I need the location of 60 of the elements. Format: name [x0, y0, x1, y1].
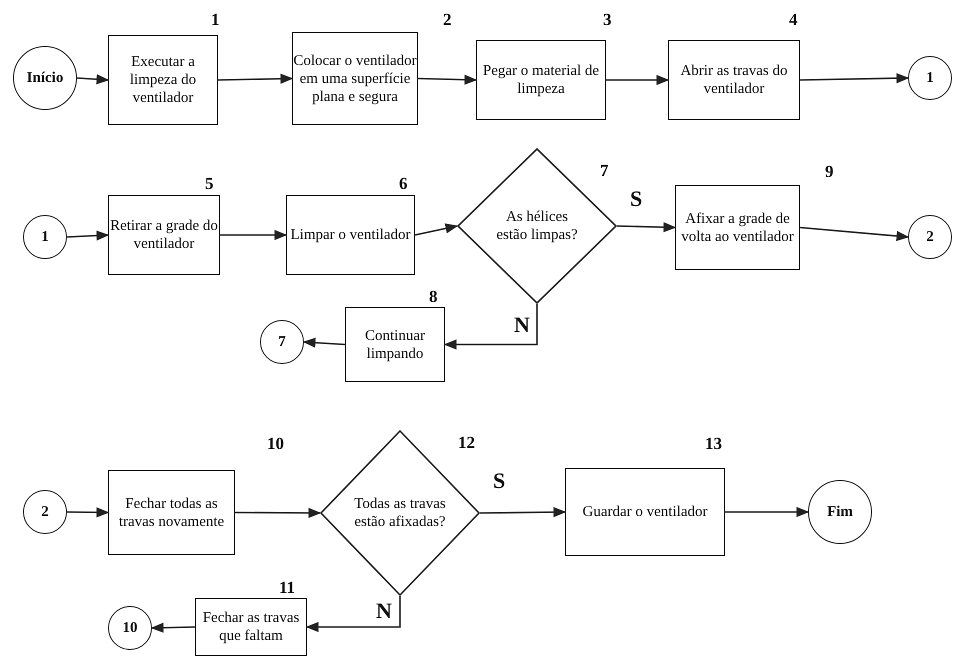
connector-circle: [108, 606, 152, 650]
step-number: 4: [789, 11, 798, 29]
step-text: Executar a limpeza do ventilador: [128, 53, 198, 107]
step-number: 10: [267, 435, 284, 453]
step-number: 1: [211, 11, 220, 29]
arrow: [306, 596, 401, 632]
step-number: 6: [399, 175, 408, 193]
step-number: 5: [205, 175, 214, 193]
arrow: [76, 74, 110, 84]
step-text: Abrir as travas do ventilador: [679, 62, 789, 98]
arrow: [418, 74, 478, 85]
step-number: 8: [429, 288, 438, 306]
connector-label: Início: [26, 69, 64, 87]
step-text: Todas as travas estão afixadas?: [354, 495, 446, 531]
step-text: Fechar todas as travas novamente: [118, 494, 226, 530]
arrow: [616, 222, 676, 232]
arrow: [725, 506, 810, 518]
arrow: [150, 622, 196, 633]
step-number: 9: [825, 163, 834, 181]
connector-circle: [908, 215, 952, 259]
arrow: [302, 338, 346, 348]
decision-diamond: [320, 430, 480, 596]
step-text: Limpar o ventilador: [290, 226, 410, 244]
connector-label: 7: [278, 333, 286, 351]
step-number: 3: [603, 11, 612, 29]
step-text: Retirar a grade do ventilador: [109, 217, 219, 253]
arrow: [218, 74, 294, 84]
arrow: [66, 507, 110, 518]
arrow: [480, 507, 566, 518]
arrow: [66, 230, 110, 241]
arrow: [800, 226, 910, 242]
arrow: [444, 304, 538, 350]
arrow: [414, 223, 458, 236]
step-text: Guardar o ventilador: [582, 503, 708, 521]
connector-circle: [23, 215, 67, 259]
step-number: 2: [443, 11, 452, 29]
step-text: Continuar limpando: [364, 326, 426, 362]
step-number: 11: [279, 579, 296, 597]
connector-label: Fim: [827, 503, 853, 521]
step-text: Fechar as travas que faltam: [202, 609, 300, 645]
step-text: As hélices estão limpas?: [495, 208, 579, 244]
step-number: 12: [458, 434, 475, 452]
connector-label: 1: [926, 69, 934, 87]
connector-label: 2: [926, 228, 934, 246]
step-text: Pegar o material de limpeza: [482, 62, 600, 98]
arrow: [220, 230, 288, 240]
step-text: Afixar a grade de volta ao ventilador: [680, 210, 795, 246]
connector-circle: [260, 320, 304, 364]
connector-circle: [908, 56, 952, 100]
step-number: 7: [600, 162, 608, 180]
connector-label: 1: [41, 228, 49, 246]
connector-circle: [23, 490, 67, 534]
step-number: 13: [705, 435, 722, 453]
arrow: [606, 74, 670, 86]
connector-label: 2: [41, 503, 49, 521]
connector-label: 10: [122, 619, 138, 637]
step-text: Colocar o ventilador em uma superfície plana e segura: [293, 52, 417, 106]
arrow: [235, 508, 322, 518]
decision-diamond: [457, 148, 617, 304]
arrow: [800, 73, 910, 84]
